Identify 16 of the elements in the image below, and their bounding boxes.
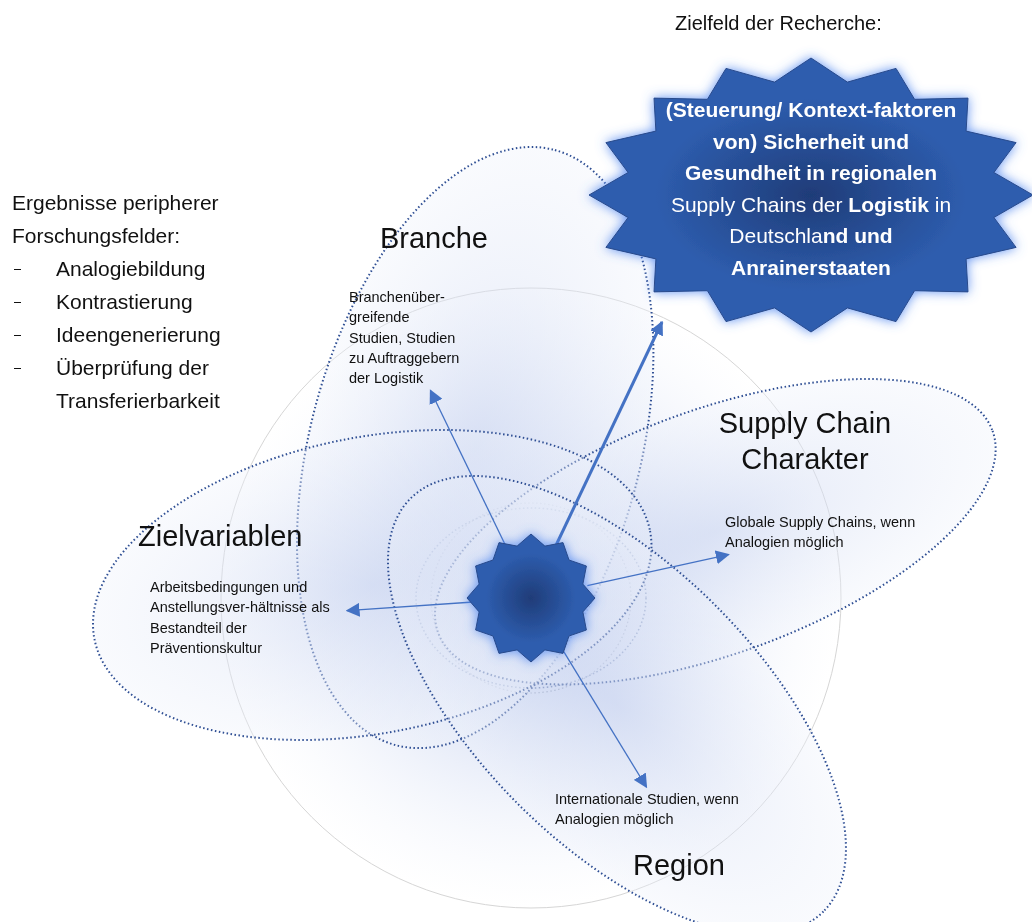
list-item-text: Kontrastierung [56, 289, 194, 315]
field-heading: Branche [380, 221, 489, 256]
list-item-text: Überprüfung der Transferierbarkeit [56, 355, 221, 414]
field-heading: Supply Chain Charakter [717, 406, 893, 478]
description-text: Arbeitsbedingungen und Anstellungsver-hältnisse als Bestandteil der Präventionskultur [150, 577, 345, 659]
list-item-text: Analogiebildung [56, 256, 207, 282]
list-item-text: Ideengenerierung [56, 322, 222, 348]
description-text: Branchenüber-greifende Studien, Studien zu Auftraggebern der Logistik [349, 287, 461, 389]
field-heading: Region [633, 848, 726, 883]
description-text: Internationale Studien, wenn Analogien möglich [555, 789, 765, 830]
caption-text: Zielfeld der Recherche: [675, 12, 882, 35]
star-text: (Steuerung/ Kontext-faktoren von) Sicherheit und Gesundheit in regionalen Supply Chains der Logistik in Deutschland und Anrainerstaaten [664, 97, 958, 281]
description-text: Globale Supply Chains, wenn Analogien möglich [725, 512, 935, 553]
arrow [586, 550, 730, 587]
heading-text: Ergebnisse peripherer Forschungsfelder: [12, 190, 220, 249]
field-heading: Zielvariablen [138, 519, 304, 554]
